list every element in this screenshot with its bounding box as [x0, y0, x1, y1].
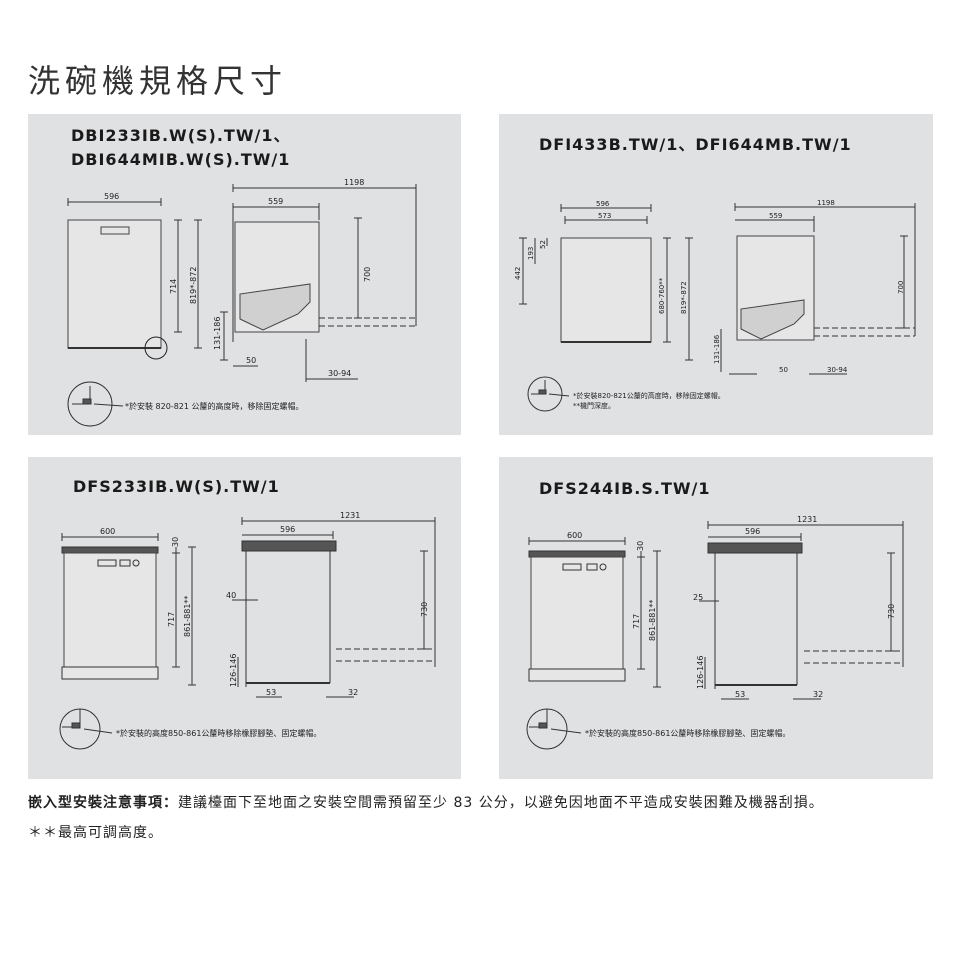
dim-total-depth: 1231 [797, 515, 817, 524]
model-name: DFI433B.TW/1、DFI644MB.TW/1 [539, 133, 852, 157]
footnote: *於安裝的高度850-861公釐時移除橡膠腳墊、固定螺帽。 [585, 728, 790, 738]
dim-gap: 53 [735, 690, 745, 699]
model-name: DFS233IB.W(S).TW/1 [73, 475, 280, 499]
spec-panel-3: DFS233IB.W(S).TW/1 600 30 717 861-881** [28, 457, 461, 779]
spec-panel-1: DBI233IB.W(S).TW/1、 DBI644MIB.W(S).TW/1 … [28, 114, 461, 435]
install-note-label: 嵌入型安裝注意事項： [28, 795, 178, 811]
dim-top: 30 [171, 537, 180, 547]
dim-52: 52 [539, 240, 547, 249]
dim-foot: 131-186 [713, 334, 721, 364]
model-line: DFI433B.TW/1、DFI644MB.TW/1 [539, 135, 852, 154]
dimension-diagram: 596 573 442 193 52 680-760** 819*-872 11… [514, 199, 916, 412]
dim-width: 600 [100, 527, 115, 536]
dim-height-body: 717 [167, 612, 176, 627]
dim-door-open: 730 [420, 602, 429, 617]
dim-door-open: 700 [897, 281, 905, 294]
dim-foot: 126-146 [229, 654, 238, 687]
dim-gap: 53 [266, 688, 276, 697]
model-line: DBI644MIB.W(S).TW/1 [71, 150, 291, 169]
spec-panel-4: DFS244IB.S.TW/1 600 30 717 861-881** [499, 457, 933, 779]
model-name: DFS244IB.S.TW/1 [539, 477, 711, 501]
dim-gap: 50 [246, 356, 256, 365]
dim-depth: 596 [745, 527, 760, 536]
dim-side: 25 [693, 593, 703, 602]
dimension-diagram: 600 30 717 861-881** 1231 596 40 730 126… [59, 511, 436, 750]
footnote: **機門深度。 [573, 401, 615, 410]
dim-total-depth: 1231 [340, 511, 360, 520]
dim-range: 30-94 [328, 369, 351, 378]
dim-inner-width: 573 [598, 212, 611, 220]
dim-foot: 126-146 [696, 656, 705, 689]
model-line: DFS244IB.S.TW/1 [539, 479, 711, 498]
dim-top: 30 [636, 541, 645, 551]
dim-door-open: 730 [887, 604, 896, 619]
dimension-diagram: 600 30 717 861-881** 1231 596 25 730 126… [526, 515, 904, 750]
dim-depth: 559 [769, 212, 782, 220]
dim-width: 596 [596, 200, 610, 208]
dim-height-range: 819*-872 [680, 281, 688, 314]
dim-range: 32 [348, 688, 358, 697]
dim-total-depth: 1198 [817, 199, 835, 207]
page-title: 洗碗機規格尺寸 [28, 62, 288, 100]
dim-height-body: 714 [169, 279, 178, 294]
dim-442: 442 [514, 267, 522, 280]
dim-total-depth: 1198 [344, 178, 364, 187]
dim-height-body: 680-760** [658, 277, 666, 314]
dim-range: 32 [813, 690, 823, 699]
dim-height-range: 861-881** [183, 596, 192, 637]
footnote: *於安裝的高度850-861公釐時移除橡膠腳墊、固定螺帽。 [116, 728, 321, 738]
dim-width: 600 [567, 531, 582, 540]
dim-foot: 131-186 [213, 317, 222, 350]
dim-width: 596 [104, 192, 119, 201]
dim-gap: 50 [779, 366, 788, 374]
footnote: *於安裝 820-821 公釐的高度時，移除固定螺帽。 [125, 401, 304, 411]
dim-height-range: 819*-872 [189, 267, 198, 304]
dim-side: 40 [226, 591, 236, 600]
dim-range: 30-94 [827, 366, 848, 374]
dim-height-body: 717 [632, 614, 641, 629]
footnote: *於安裝820-821公釐的高度時，移除固定螺帽。 [573, 391, 725, 400]
dim-193: 193 [527, 247, 535, 260]
dim-height-range: 861-881** [648, 600, 657, 641]
dim-depth: 596 [280, 525, 295, 534]
install-note-text: 建議檯面下至地面之安裝空間需預留至少 83 公分，以避免因地面不平造成安裝困難及… [178, 795, 824, 811]
model-line: DFS233IB.W(S).TW/1 [73, 477, 280, 496]
install-note: 嵌入型安裝注意事項：建議檯面下至地面之安裝空間需預留至少 83 公分，以避免因地… [28, 792, 824, 812]
dimension-diagram: 596 714 819*-872 1198 559 700 131-186 50… [67, 178, 417, 427]
asterisk-note: ＊＊最高可調高度。 [28, 825, 163, 841]
model-line: DBI233IB.W(S).TW/1、 [71, 126, 291, 145]
dim-depth: 559 [268, 197, 283, 206]
dim-door-open: 700 [363, 267, 372, 282]
model-name: DBI233IB.W(S).TW/1、 DBI644MIB.W(S).TW/1 [71, 124, 290, 172]
spec-panel-2: DFI433B.TW/1、DFI644MB.TW/1 596 573 442 1… [499, 114, 933, 435]
